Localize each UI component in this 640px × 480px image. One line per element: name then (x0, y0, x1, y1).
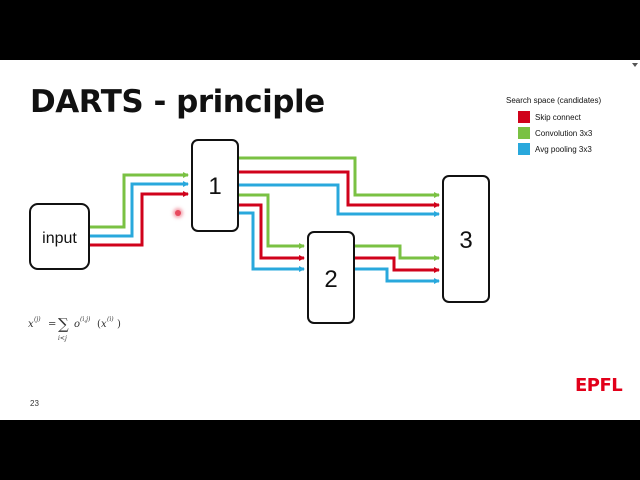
edge-input-1-conv (89, 172, 189, 229)
edge-2-3-pool (354, 267, 440, 284)
edge-1-2-pool (238, 211, 305, 272)
scroll-indicator-icon[interactable] (630, 60, 640, 70)
legend-label-convolution: Convolution 3x3 (535, 129, 593, 138)
legend-swatch-skip-connect (518, 111, 530, 123)
slide-title: DARTS - principle (30, 84, 325, 120)
node-3: 3 (442, 175, 490, 303)
legend-label-avg-pooling: Avg pooling 3x3 (535, 145, 592, 154)
slide: DARTS - principle Search space (candidat… (0, 60, 640, 420)
node-1: 1 (191, 139, 239, 232)
formula-lhs-sup: (j) (34, 316, 41, 323)
edge-1-2-skip (238, 203, 305, 261)
node-2-label: 2 (324, 266, 337, 293)
edge-1-3-skip (238, 170, 440, 208)
formula-paren-open: ( (97, 319, 101, 330)
legend-item-avg-pooling: Avg pooling 3x3 (506, 143, 631, 159)
formula-arg: x (101, 319, 107, 330)
edge-1-2-conv (238, 193, 305, 249)
formula-equals: = (48, 319, 56, 330)
formula-sum-sub: i<j (58, 335, 67, 342)
formula-lhs: x (28, 319, 34, 330)
node-input: input (29, 203, 90, 270)
epfl-logo-text: EPFL (575, 375, 623, 396)
legend-item-skip-connect: Skip connect (506, 111, 631, 127)
node-2: 2 (307, 231, 355, 324)
darts-diagram: input 1 2 3 (29, 139, 490, 324)
legend-item-convolution: Convolution 3x3 (506, 127, 631, 143)
node-3-label: 3 (459, 227, 472, 254)
epfl-logo: EPFL (575, 375, 627, 396)
page-number: 23 (30, 399, 39, 408)
legend-swatch-avg-pooling (518, 143, 530, 155)
edge-input-1-skip (89, 191, 189, 247)
edge-input-1-pool (89, 181, 189, 238)
formula: x (j) = ∑ i<j o (i,j) ( x (i) ) (28, 315, 121, 342)
legend: Search space (candidates) Skip connect C… (506, 96, 631, 159)
legend-swatch-convolution (518, 127, 530, 139)
formula-sum-sign: ∑ (58, 315, 69, 333)
formula-arg-sup: (i) (107, 316, 114, 323)
formula-paren-close: ) (117, 319, 121, 330)
legend-label-skip-connect: Skip connect (535, 113, 581, 122)
edge-2-3-conv (354, 244, 440, 261)
edge-2-3-skip (354, 256, 440, 273)
legend-title: Search space (candidates) (506, 96, 602, 105)
edge-1-3-pool (238, 183, 440, 217)
node-1-label: 1 (208, 173, 221, 200)
laser-pointer-icon (175, 210, 181, 216)
edge-1-3-conv (238, 156, 440, 198)
formula-term-sup: (i,j) (80, 316, 91, 323)
node-input-label: input (42, 230, 77, 247)
formula-term: o (74, 319, 80, 330)
